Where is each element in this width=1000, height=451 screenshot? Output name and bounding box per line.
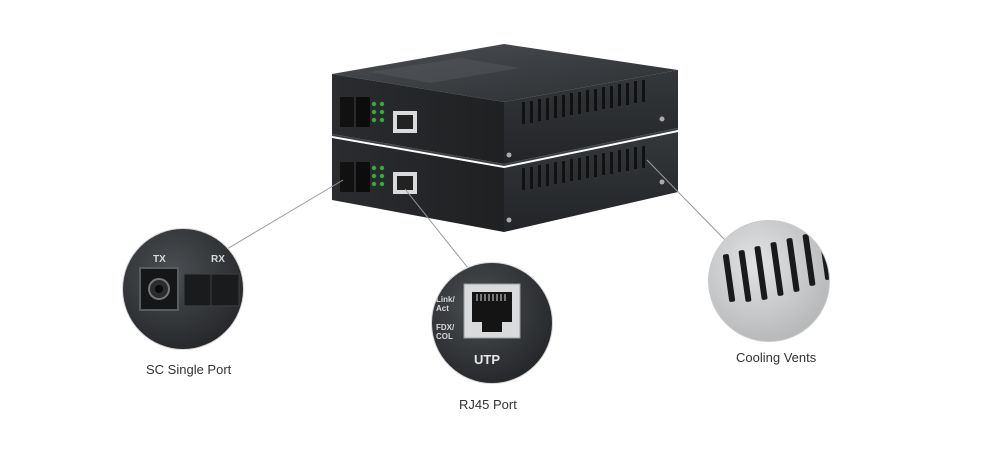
sc-port-zoom: TX RX: [122, 228, 244, 350]
lower-unit: [332, 128, 678, 232]
rj45-port-zoom: Link/ Act FDX/ COL UTP: [431, 262, 553, 384]
caption-cooling-vents: Cooling Vents: [736, 350, 817, 365]
leader-line-sc: [221, 179, 344, 253]
tx-label: TX: [153, 254, 166, 265]
svg-text:Act: Act: [436, 304, 449, 313]
rx-label: RX: [211, 254, 225, 265]
caption-rj45-port: RJ45 Port: [459, 397, 517, 412]
fdx-col-label: FDX/: [436, 323, 455, 332]
caption-sc-single-port: SC Single Port: [146, 362, 232, 377]
leader-line-rj45: [404, 188, 469, 269]
leader-line-vents: [646, 159, 727, 242]
svg-text:COL: COL: [436, 332, 453, 341]
utp-label: UTP: [474, 352, 500, 367]
cooling-vents-zoom: [708, 220, 830, 342]
link-act-label: Link/: [436, 295, 455, 304]
